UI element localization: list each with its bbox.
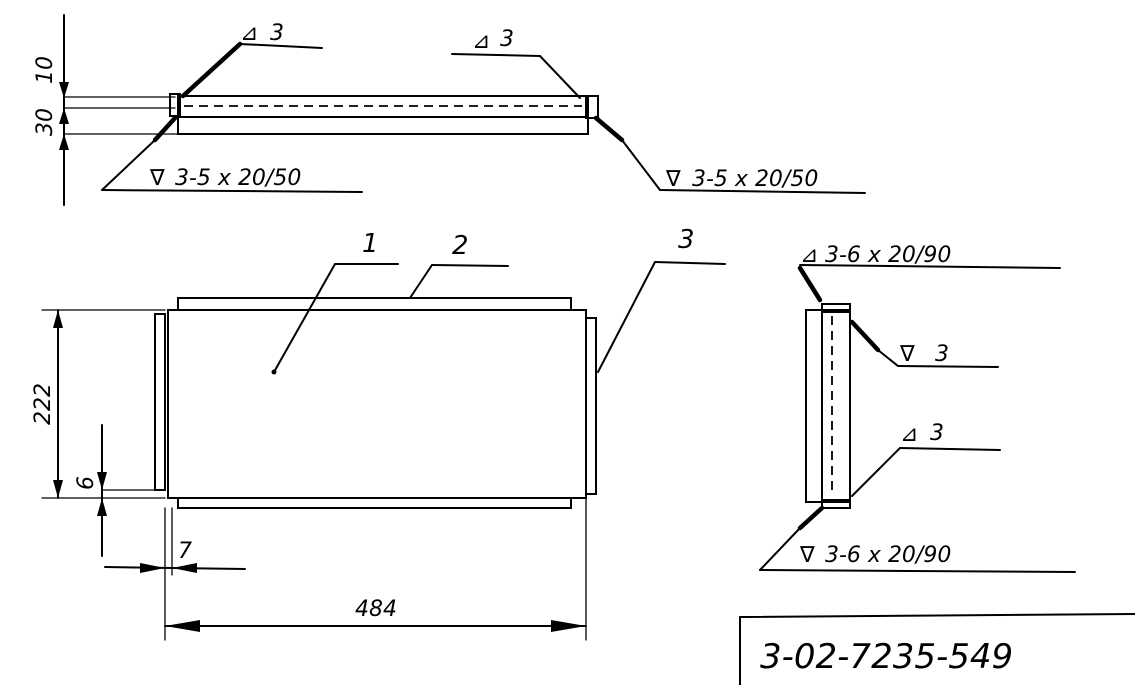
svg-text:∇: ∇	[799, 543, 815, 568]
title-block: 3-02-7235-549	[739, 613, 1135, 685]
weld-side-mid: 3	[935, 342, 949, 367]
dim-10: 10	[33, 56, 58, 84]
dim-30: 30	[33, 108, 58, 136]
svg-text:⊿: ⊿	[240, 21, 258, 46]
part-label-1: 1	[362, 229, 379, 259]
weld-side-bottom: 3-6 x 20/90	[825, 543, 951, 568]
weld-top-left-lower: 3-5 x 20/50	[175, 166, 301, 191]
drawing-number: 3-02-7235-549	[760, 637, 1013, 677]
front-view: 222 6 7 484 1 2 3	[31, 225, 726, 641]
top-view: 10 30 ⊿ 3 ⊿ 3 ∇ 3-5 x 20/50 ∇ 3-5 x 20/5…	[33, 14, 866, 206]
dim-484: 484	[355, 597, 397, 622]
weld-top-left-upper: 3	[270, 21, 284, 46]
part-label-3: 3	[678, 225, 695, 255]
dim-6: 6	[74, 476, 99, 490]
svg-text:⊿: ⊿	[900, 422, 918, 447]
svg-text:∇: ∇	[665, 167, 681, 192]
plate-front	[167, 309, 587, 499]
side-view: ⊿ 3-6 x 20/90 ∇ 3 ⊿ 3 ∇ 3-6 x 20/90	[759, 243, 1076, 573]
weld-top-right-upper: 3	[500, 27, 514, 52]
svg-text:⊿: ⊿	[472, 29, 490, 54]
weld-side-top: 3-6 x 20/90	[825, 243, 951, 268]
plate-side	[805, 309, 851, 503]
weld-top-right-lower: 3-5 x 20/50	[692, 167, 818, 192]
dim-7: 7	[178, 539, 192, 564]
weld-side-lower: 3	[930, 421, 944, 446]
svg-text:∇: ∇	[149, 166, 165, 191]
svg-text:∇: ∇	[899, 342, 915, 367]
part-label-2: 2	[452, 231, 469, 261]
svg-text:⊿: ⊿	[800, 243, 818, 268]
dim-222: 222	[31, 383, 56, 425]
